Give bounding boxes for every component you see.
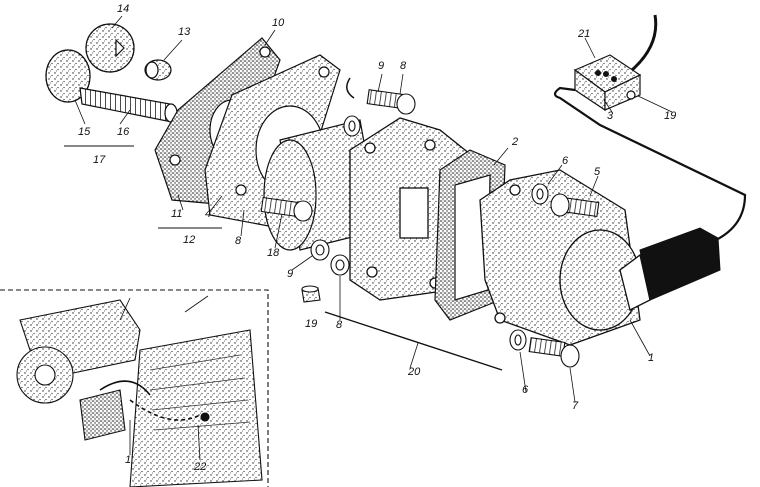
connector-lead xyxy=(631,14,658,72)
callout-16: 16 xyxy=(117,126,130,138)
callout-15: 15 xyxy=(78,126,91,138)
callout-1-inset: 1 xyxy=(125,454,132,466)
callout-19-top: 19 xyxy=(664,110,677,122)
callout-19-plug: 19 xyxy=(305,318,318,330)
callout-22: 22 xyxy=(194,461,207,473)
sensor-unit-1 xyxy=(479,169,651,346)
callout-21: 21 xyxy=(578,28,591,40)
cable-boot xyxy=(639,227,721,301)
washer-9-lower xyxy=(310,239,330,261)
callout-11: 11 xyxy=(171,208,183,220)
bolt-7 xyxy=(528,337,580,368)
rod-20 xyxy=(324,311,503,371)
plug-19 xyxy=(301,285,321,303)
callout-13: 13 xyxy=(178,26,191,38)
callout-18: 18 xyxy=(267,247,280,259)
leader-lines xyxy=(74,15,673,461)
callout-9-top: 9 xyxy=(378,60,385,72)
washer-6-bottom xyxy=(509,329,527,351)
connector-block-21 xyxy=(573,54,642,112)
callout-1: 1 xyxy=(648,352,655,364)
callout-5: 5 xyxy=(594,166,601,178)
callout-6-bottom: 6 xyxy=(522,384,529,396)
callout-8-left: 8 xyxy=(235,235,242,247)
callout-4: 4 xyxy=(205,208,212,220)
bolt-5 xyxy=(550,193,600,218)
callout-14: 14 xyxy=(117,3,130,15)
callout-17: 17 xyxy=(93,154,106,166)
washer-8-lower xyxy=(330,254,350,276)
callout-2: 2 xyxy=(512,136,519,148)
callout-6-top: 6 xyxy=(562,155,569,167)
callout-10: 10 xyxy=(272,17,285,29)
washer-9-top xyxy=(343,115,361,137)
bolt-8-top xyxy=(366,89,416,115)
shaft-16 xyxy=(79,87,173,123)
washer-6-top xyxy=(531,183,549,205)
callout-20: 20 xyxy=(408,366,421,378)
callout-8-lower: 8 xyxy=(336,319,343,331)
callout-3: 3 xyxy=(607,110,614,122)
cable xyxy=(553,86,747,241)
callout-7: 7 xyxy=(572,400,579,412)
callout-9-lower: 9 xyxy=(287,268,294,280)
installation-inset xyxy=(0,289,269,487)
gear-pair-assembly xyxy=(45,23,178,123)
bolt-18 xyxy=(260,196,313,222)
callout-8-top: 8 xyxy=(400,60,407,72)
callout-12: 12 xyxy=(183,234,196,246)
